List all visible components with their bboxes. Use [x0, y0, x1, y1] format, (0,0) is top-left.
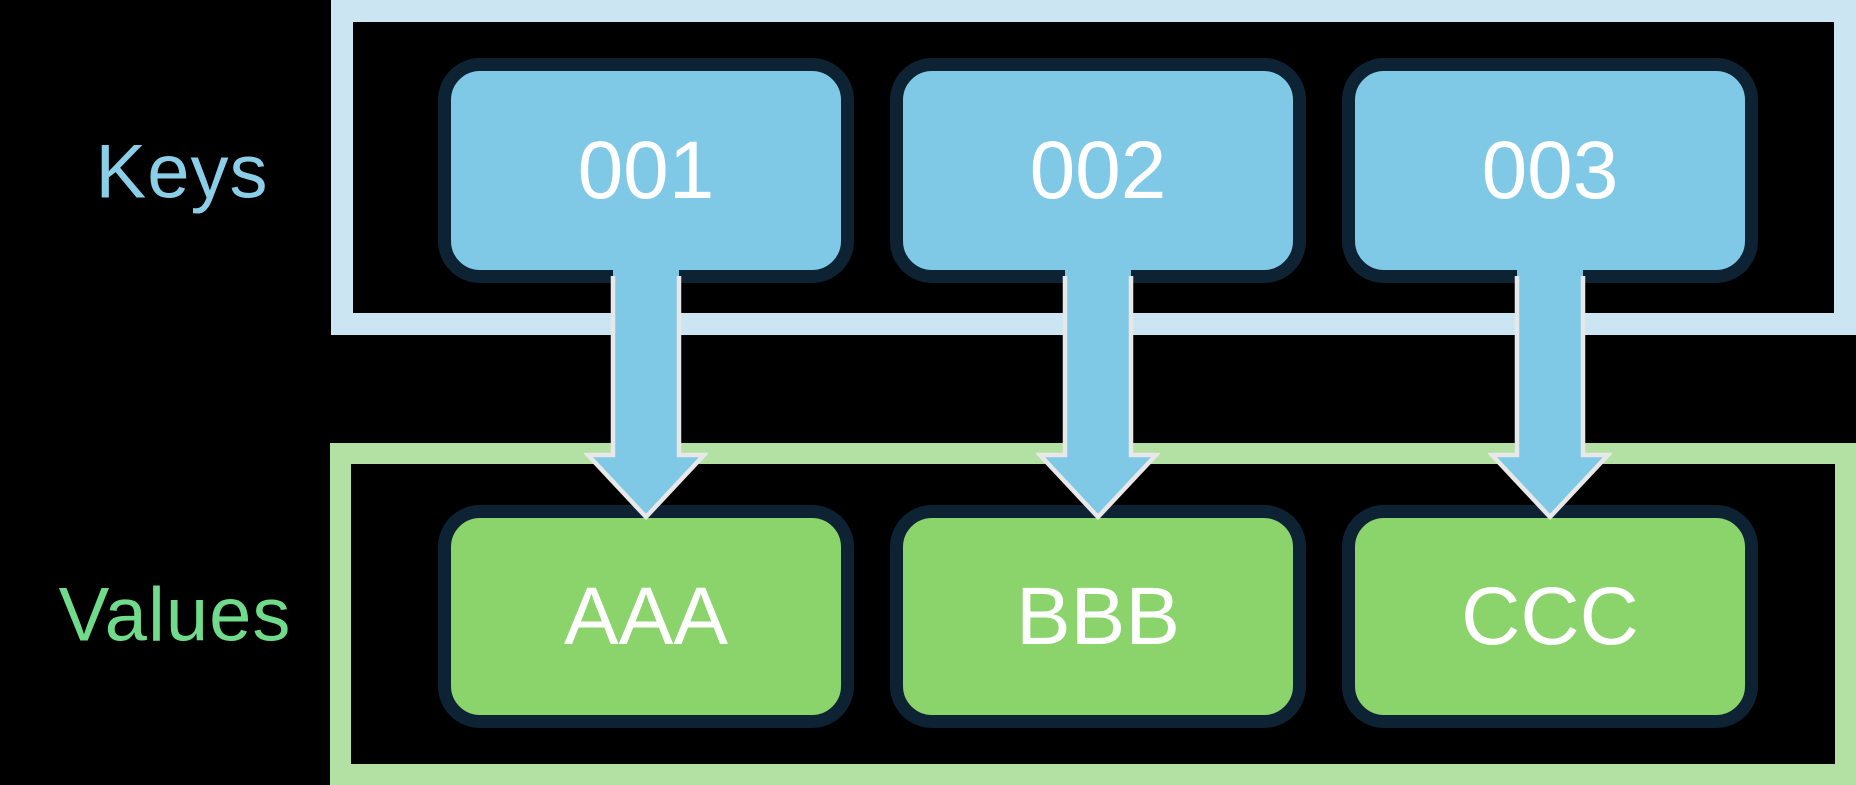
key-box-002-text: 002: [1029, 124, 1167, 216]
keys-container: [331, 0, 1856, 335]
arrow-down-icon: [1036, 268, 1160, 521]
value-box-aaa: AAA: [438, 505, 854, 728]
value-box-bbb: BBB: [890, 505, 1306, 728]
value-box-bbb-text: BBB: [1015, 570, 1181, 662]
key-box-003-text: 003: [1481, 124, 1619, 216]
value-box-aaa-text: AAA: [563, 570, 729, 662]
values-container: [330, 443, 1856, 785]
arrow-down-icon: [1488, 268, 1612, 521]
key-box-001-text: 001: [577, 124, 715, 216]
value-box-ccc: CCC: [1342, 505, 1758, 728]
key-box-001: 001: [438, 58, 854, 283]
key-box-002: 002: [890, 58, 1306, 283]
arrow-down-icon: [584, 268, 708, 521]
keys-label: Keys: [95, 129, 269, 215]
values-label: Values: [58, 572, 292, 658]
value-box-ccc-text: CCC: [1461, 570, 1639, 662]
key-box-003: 003: [1342, 58, 1758, 283]
